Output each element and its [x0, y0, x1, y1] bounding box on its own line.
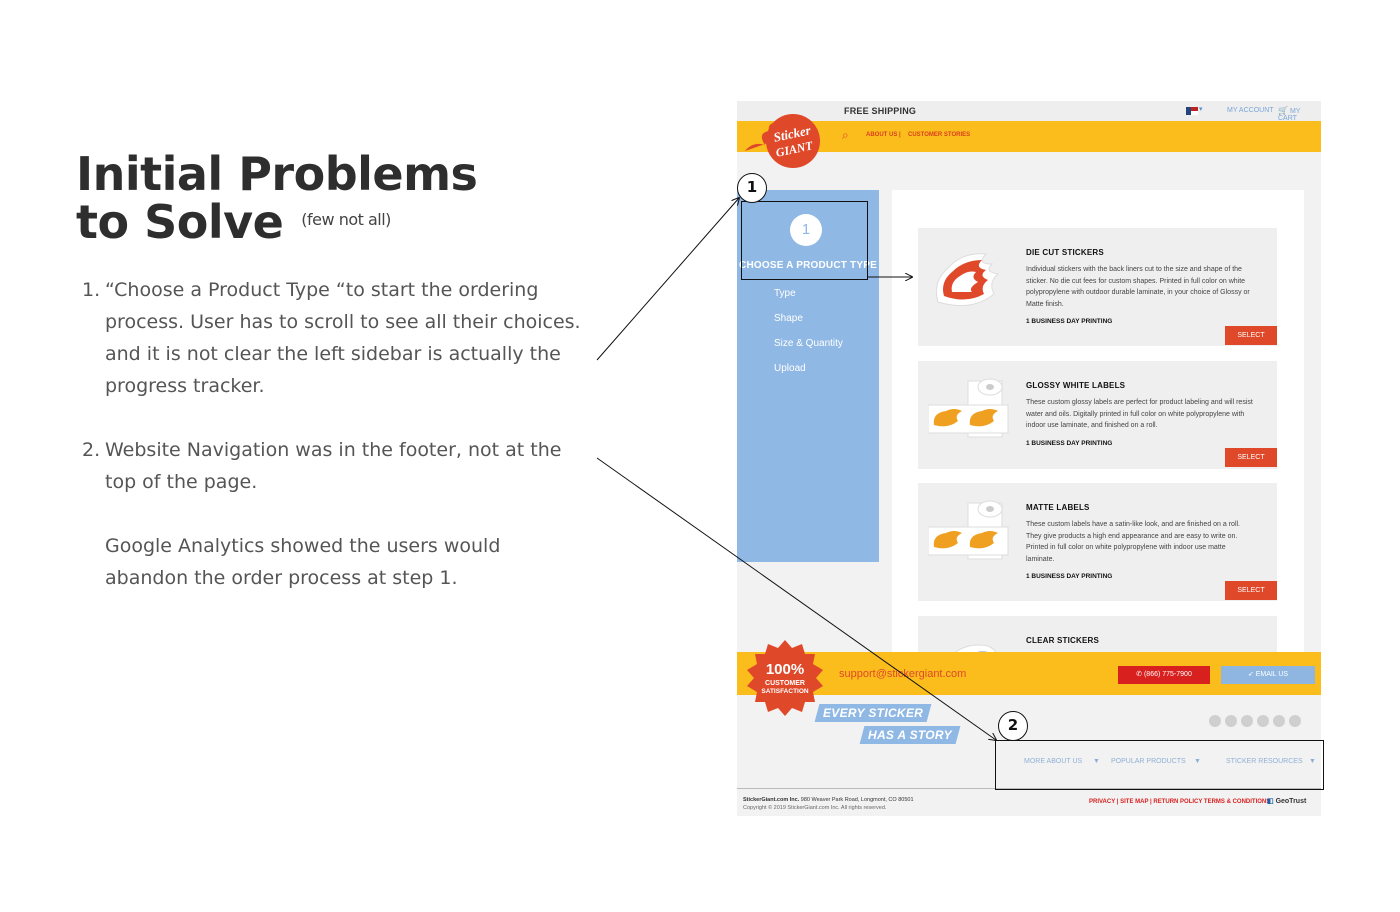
free-shipping-text: FREE SHIPPING	[844, 106, 917, 116]
problem-extra-text: Google Analytics showed the users would …	[105, 535, 501, 589]
youtube-icon[interactable]	[1209, 715, 1221, 727]
geotrust-icon: ◧	[1267, 798, 1276, 805]
product-title: CLEAR STICKERS	[1026, 636, 1100, 645]
slide-title: Initial Problems to Solve(few not all)	[76, 147, 478, 250]
footer-nav-popular-products[interactable]: POPULAR PRODUCTS	[1111, 758, 1186, 765]
email-us-button[interactable]: ➶ EMAIL US	[1221, 666, 1315, 684]
support-email-link[interactable]: support@stickergiant.com	[839, 668, 967, 680]
pinterest-icon[interactable]	[1273, 715, 1285, 727]
title-line-2: to Solve(few not all)	[76, 195, 391, 249]
select-button[interactable]: SELECT	[1225, 326, 1277, 345]
us-flag-icon[interactable]	[1186, 107, 1198, 115]
copyright-text: Copyright © 2019 StickerGiant.com Inc. A…	[743, 805, 887, 811]
product-card: MATTE LABELS These custom labels have a …	[918, 483, 1277, 601]
matte-label-roll-image	[928, 500, 1009, 560]
facebook-icon[interactable]	[1225, 715, 1237, 727]
annotation-box-2	[995, 740, 1324, 790]
nav-customer-stories[interactable]: CUSTOMER STORIES	[908, 132, 971, 138]
sticker-giant-logo[interactable]: Sticker GIANT	[743, 111, 827, 171]
footer-divider	[737, 788, 1321, 789]
step-upload[interactable]: Upload	[774, 363, 806, 374]
chevron-down-icon[interactable]: ▼	[1093, 758, 1100, 765]
top-bar: FREE SHIPPING ▾ MY ACCOUNT 🛒MY CART	[737, 101, 1321, 122]
clear-sticker-image	[954, 644, 997, 652]
chevron-down-icon[interactable]: ▾	[1199, 106, 1203, 113]
nav-bar	[737, 121, 1321, 152]
twitter-icon[interactable]	[1241, 715, 1253, 727]
annotation-arrow-1	[596, 198, 739, 361]
my-account-link[interactable]: MY ACCOUNT	[1227, 107, 1274, 114]
product-title: MATTE LABELS	[1026, 503, 1090, 512]
company-address: StickerGiant.com Inc. 980 Weaver Park Ro…	[743, 797, 914, 803]
product-card: GLOSSY WHITE LABELS These custom glossy …	[918, 361, 1277, 469]
product-turnaround: 1 BUSINESS DAY PRINTING	[1026, 573, 1113, 580]
cart-icon: 🛒	[1278, 106, 1288, 115]
step-title: CHOOSE A PRODUCT TYPE	[739, 260, 877, 271]
slogan-text-1: EVERY STICKER	[823, 706, 924, 720]
geotrust-badge: ◧ GeoTrust	[1267, 798, 1307, 805]
step-shape[interactable]: Shape	[774, 313, 803, 324]
search-icon[interactable]: ⌕	[842, 128, 849, 142]
problem-item: 1. “Choose a Product Type “to start the …	[82, 274, 582, 402]
annotation-marker-2: 2	[998, 711, 1028, 741]
product-turnaround: 1 BUSINESS DAY PRINTING	[1026, 440, 1113, 447]
annotation-marker-1: 1	[737, 173, 767, 203]
instagram-icon[interactable]	[1257, 715, 1269, 727]
policy-links[interactable]: PRIVACY | SITE MAP | RETURN POLICY TERMS…	[1089, 799, 1271, 805]
phone-button[interactable]: ✆ (866) 775-7900	[1118, 666, 1210, 684]
chevron-down-icon[interactable]: ▼	[1194, 758, 1201, 765]
badge-text-1: CUSTOMER	[765, 680, 805, 687]
title-line-1: Initial Problems	[76, 147, 478, 201]
annotation-box-1	[741, 201, 868, 280]
problem-item: 2. Website Navigation was in the footer,…	[82, 434, 582, 594]
slogan-text-2: HAS A STORY	[868, 728, 952, 742]
nav-about-us[interactable]: ABOUT US	[866, 132, 898, 138]
product-description: These custom glossy labels are perfect f…	[1026, 399, 1253, 429]
product-turnaround: 1 BUSINESS DAY PRINTING	[1026, 318, 1113, 325]
phone-icon: ✆	[1136, 671, 1144, 678]
product-list-panel: DIE CUT STICKERS Individual stickers wit…	[892, 190, 1304, 652]
satisfaction-badge: 100% CUSTOMER SATISFACTION	[747, 640, 823, 716]
problem-list: 1. “Choose a Product Type “to start the …	[82, 274, 582, 626]
footer-nav-sticker-resources[interactable]: STICKER RESOURCES	[1226, 758, 1303, 765]
badge-percent: 100%	[766, 661, 804, 678]
problem-text: Website Navigation was in the footer, no…	[105, 439, 562, 493]
my-cart-link[interactable]: 🛒MY CART	[1278, 106, 1301, 122]
footer-nav-more-about-us[interactable]: MORE ABOUT US	[1024, 758, 1083, 765]
step-type[interactable]: Type	[774, 288, 796, 299]
problem-number: 2.	[82, 439, 101, 461]
chevron-down-icon[interactable]: ▼	[1309, 758, 1316, 765]
step-number-circle: 1	[790, 214, 822, 246]
product-card: CLEAR STICKERS	[918, 616, 1277, 652]
snapchat-icon[interactable]	[1289, 715, 1301, 727]
die-cut-sticker-image	[935, 253, 1000, 307]
glossy-label-roll-image	[928, 378, 1009, 438]
product-description: These custom labels have a satin-like lo…	[1026, 521, 1241, 563]
problem-text: “Choose a Product Type “to start the ord…	[105, 279, 581, 397]
product-description: Individual stickers with the back liners…	[1026, 266, 1250, 308]
product-title: GLOSSY WHITE LABELS	[1026, 381, 1126, 390]
step-size-quantity[interactable]: Size & Quantity	[774, 338, 843, 349]
nav-separator: |	[899, 132, 901, 138]
product-card: DIE CUT STICKERS Individual stickers wit…	[918, 228, 1277, 346]
send-icon: ➶	[1247, 671, 1256, 678]
select-button[interactable]: SELECT	[1225, 448, 1277, 467]
product-title: DIE CUT STICKERS	[1026, 248, 1104, 257]
select-button[interactable]: SELECT	[1225, 581, 1277, 600]
title-note: (few not all)	[301, 209, 391, 229]
badge-text-2: SATISFACTION	[761, 688, 808, 695]
problem-number: 1.	[82, 279, 101, 301]
